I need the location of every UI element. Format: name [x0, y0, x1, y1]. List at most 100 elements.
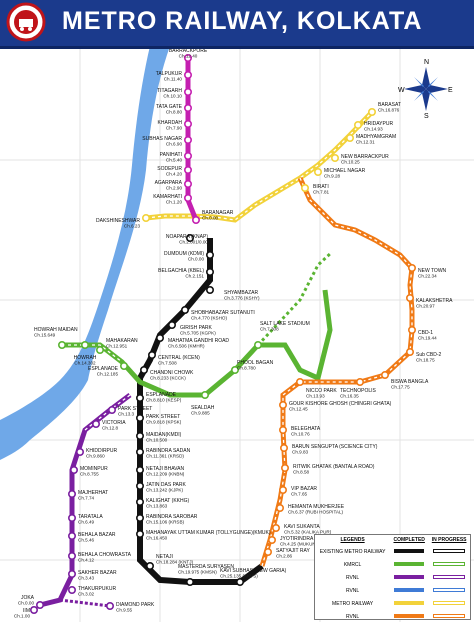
station-dot — [68, 569, 77, 578]
station-dot — [355, 377, 364, 386]
station-name: NETAJI — [156, 554, 173, 560]
compass-s: S — [424, 113, 429, 118]
legend-row-label: KMRCL — [343, 561, 362, 568]
station-dot — [108, 405, 117, 414]
legend-completed-swatch-cell — [390, 597, 428, 610]
river-hooghly — [0, 46, 170, 460]
station-dot — [405, 347, 414, 356]
station-chainage: Ch.15.649 — [34, 333, 56, 338]
station-name: SATYAJIT RAY — [276, 548, 310, 554]
station-chainage: Ch.7.74 — [78, 496, 95, 501]
legend-in-progress-swatch — [433, 601, 466, 606]
page-title: METRO RAILWAY, KOLKATA — [62, 7, 423, 35]
station-name: KHARDAH — [158, 120, 183, 126]
station-dot — [68, 513, 77, 522]
legend-completed-swatch — [394, 575, 425, 580]
station-dot — [96, 345, 105, 354]
station-chainage: Ch.4.12 — [78, 558, 95, 563]
station-chainage: Ch.4.770 (KSHO) — [191, 316, 227, 321]
legend-row-label: METRO RAILWAY — [332, 600, 374, 607]
station-dot — [35, 600, 44, 609]
legend-completed-swatch-cell — [390, 571, 428, 584]
station-dot — [267, 535, 276, 544]
station-name: JYOTIRINDRA NATH — [280, 536, 328, 542]
legend-row-label: RVNL — [345, 613, 360, 620]
station-dot — [76, 447, 85, 456]
station-chainage: Ch.19.44 — [418, 336, 437, 341]
station-chainage: Ch.5.705 (KGPK) — [180, 331, 216, 336]
station-name: MAHAKARAN — [106, 338, 138, 344]
station-barunsengupta: BARUN SENGUPTA (SCIENCE CITY)Ch.9.83 — [279, 443, 378, 455]
station-dot — [278, 425, 287, 434]
station-name: VICTORIA — [102, 420, 126, 426]
station-name: MADHYAMGRAM — [356, 134, 396, 140]
station-name: HOWRAH MAIDAN — [34, 327, 78, 333]
station-dot — [142, 214, 151, 223]
station-dot — [136, 413, 145, 422]
legend-header-legends: LEGENDS — [340, 537, 365, 543]
station-name: TALPUKUR — [156, 71, 183, 77]
station-name: KHIDDIRPUR — [86, 448, 118, 454]
station-kalighat: KALIGHAT (KKHG)Ch.13.863 — [136, 497, 189, 509]
station-chainage: Ch.5.40 — [166, 158, 183, 163]
station-dot — [295, 377, 304, 386]
legend-row: RVNL — [315, 571, 470, 584]
station-name: BARANAGAR — [202, 210, 234, 216]
station-name: JOKA — [21, 595, 35, 601]
station-ritwik: RITWIK GHATAK (BANTALA ROAD)Ch.8.58 — [280, 463, 375, 475]
station-dot — [68, 551, 77, 560]
station-chainage: Ch.6.23 — [124, 224, 141, 229]
station-dot — [140, 365, 149, 374]
legend-completed-swatch-cell — [390, 545, 428, 558]
legend-row: METRO RAILWAY — [315, 597, 470, 610]
station-name: MAHATMA GANDHI ROAD — [168, 338, 229, 344]
station-chainage: Ch.6.37 (RUBI HOSPITAL) — [288, 510, 344, 515]
station-dot — [136, 513, 145, 522]
station-name: SEALDAH — [191, 405, 215, 411]
station-chainage: Ch.10.25 — [341, 160, 360, 165]
station-dot — [192, 216, 201, 225]
station-name: DIAMOND PARK — [116, 602, 155, 608]
station-name: Sub CBD-2 — [416, 352, 442, 358]
station-dot — [313, 168, 322, 177]
station-name: KAVI SUBHAS (NEW GARIA) — [220, 568, 287, 574]
station-name: MAHANAYAK UTTAM KUMAR (TOLLYGUNGE)(KMUK) — [146, 530, 271, 536]
station-chainage: Ch.2.151 — [185, 274, 204, 279]
station-dot — [156, 333, 165, 342]
station-chainage: Ch.1.20 — [166, 200, 183, 205]
station-dot — [184, 71, 193, 80]
legend-in-progress-swatch — [433, 588, 466, 593]
station-chainage: Ch.13.3 — [118, 412, 135, 417]
station-name: BELEGHATA — [291, 426, 321, 432]
station-dot — [278, 485, 287, 494]
yellow-line-track-dash — [145, 111, 373, 221]
station-name: SHOBHABAZAR SUTANUTI — [191, 310, 255, 316]
station-name: TARATALA — [78, 514, 103, 520]
station-dot — [184, 53, 193, 62]
station-chainage: Ch.3.02 — [78, 592, 95, 597]
legend-completed-swatch — [394, 614, 425, 619]
header-bar: METRO RAILWAY, KOLKATA — [0, 0, 474, 49]
legend-header-in-progress: IN PROGRESS — [431, 537, 467, 543]
station-dot — [186, 577, 195, 586]
station-dot — [201, 390, 210, 399]
station-name: BARUN SENGUPTA (SCIENCE CITY) — [292, 444, 378, 450]
